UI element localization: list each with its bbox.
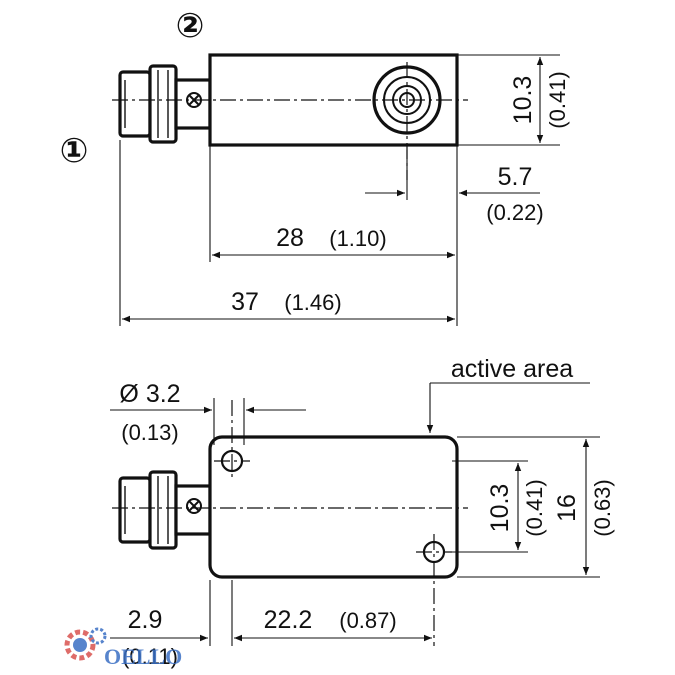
watermark-logo: OELLO <box>64 627 182 669</box>
top-view: 10.3 (0.41) 5.7 (0.22) 28 (1.10) 37 (1.4… <box>112 53 570 326</box>
top-height-in: (0.41) <box>545 71 570 128</box>
callout-housing: ② <box>176 7 205 45</box>
total-length-in: (1.46) <box>284 290 341 315</box>
top-height-mm: 10.3 <box>509 76 537 125</box>
active-area-label: active area <box>451 355 573 383</box>
hole-spacing-h-mm: 22.2 <box>264 606 313 634</box>
bottom-view: active area Ø 3.2 (0.13) 10.3 (0.41) 16 … <box>110 355 615 669</box>
body-length-mm: 28 <box>276 224 304 252</box>
gear-icon <box>64 627 107 661</box>
callout-connector: ① <box>60 132 89 170</box>
hole-diameter-mm: Ø 3.2 <box>119 380 180 408</box>
mounting-hole-icon <box>214 400 250 478</box>
body-length-in: (1.10) <box>329 226 386 251</box>
hole-diameter-in: (0.13) <box>121 420 178 445</box>
offset-mm: 2.9 <box>128 606 163 634</box>
hole-spacing-v-mm: 10.3 <box>486 484 514 533</box>
bottom-housing-body <box>208 435 459 579</box>
hole-spacing-h-in: (0.87) <box>339 608 396 633</box>
offset-in: (0.11) <box>122 644 178 669</box>
watermark-text: OELLO <box>104 644 182 669</box>
mounting-hole-icon <box>416 534 452 646</box>
active-offset-in: (0.22) <box>486 200 543 225</box>
active-offset-mm: 5.7 <box>498 163 533 191</box>
total-length-mm: 37 <box>231 288 259 316</box>
bottom-connector <box>118 470 212 550</box>
screw-icon <box>186 498 202 514</box>
width-mm: 16 <box>553 494 581 522</box>
hole-spacing-v-in: (0.41) <box>522 479 547 536</box>
active-face-icon <box>372 62 442 180</box>
width-in: (0.63) <box>590 479 615 536</box>
top-connector <box>118 64 212 144</box>
